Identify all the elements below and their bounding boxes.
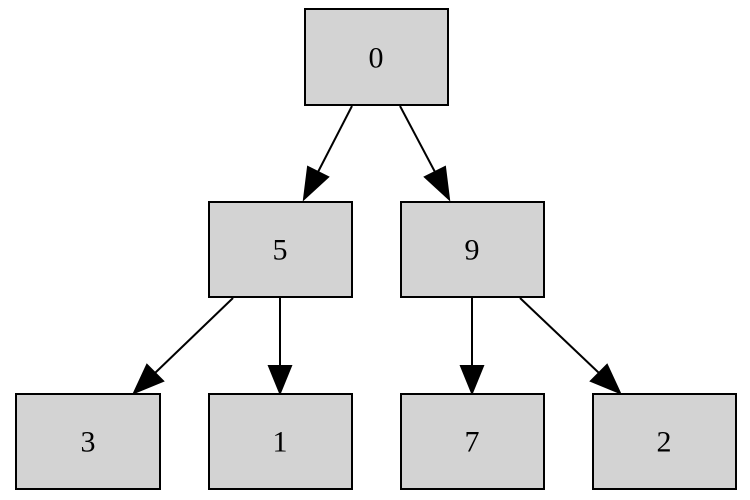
node-3-box [15,393,161,490]
edge-0-to-5-arrowhead [302,165,330,202]
node-9-box [400,201,545,298]
edge-5-to-3 [132,297,234,395]
node-3-label: 3 [81,426,96,459]
edge-0-to-9-arrowhead [423,165,451,202]
node-9: 9 [400,201,545,298]
node-5-label: 5 [273,234,288,267]
node-7-box [400,393,545,490]
node-3: 3 [15,393,161,490]
edge-9-to-2 [519,297,622,395]
edge-0-to-9-line [399,105,436,173]
node-5-box [208,201,353,298]
edge-5-to-3-arrowhead [132,363,165,395]
node-1-label: 1 [273,426,288,459]
node-7: 7 [400,393,545,490]
edge-9-to-7 [459,298,485,396]
edge-5-to-3-line [154,297,234,374]
node-2-box [592,393,737,490]
edge-9-to-2-line [519,297,600,374]
edge-5-to-1-arrowhead [267,365,293,396]
node-2: 2 [592,393,737,490]
node-9-label: 9 [465,234,480,267]
node-1-box [208,393,353,490]
edge-9-to-7-arrowhead [459,365,485,396]
edges-group [132,105,622,396]
edge-5-to-1 [267,298,293,396]
node-2-label: 2 [657,426,672,459]
node-0: 0 [304,8,449,106]
edge-0-to-5 [302,105,353,202]
node-5: 5 [208,201,353,298]
edge-0-to-9 [399,105,451,202]
node-0-box [304,8,449,106]
node-7-label: 7 [465,426,480,459]
node-1: 1 [208,393,353,490]
nodes-group: 0 5 9 3 1 7 2 [15,8,737,490]
edge-0-to-5-line [317,105,353,173]
edge-9-to-2-arrowhead [589,363,622,395]
node-0-label: 0 [369,42,384,75]
